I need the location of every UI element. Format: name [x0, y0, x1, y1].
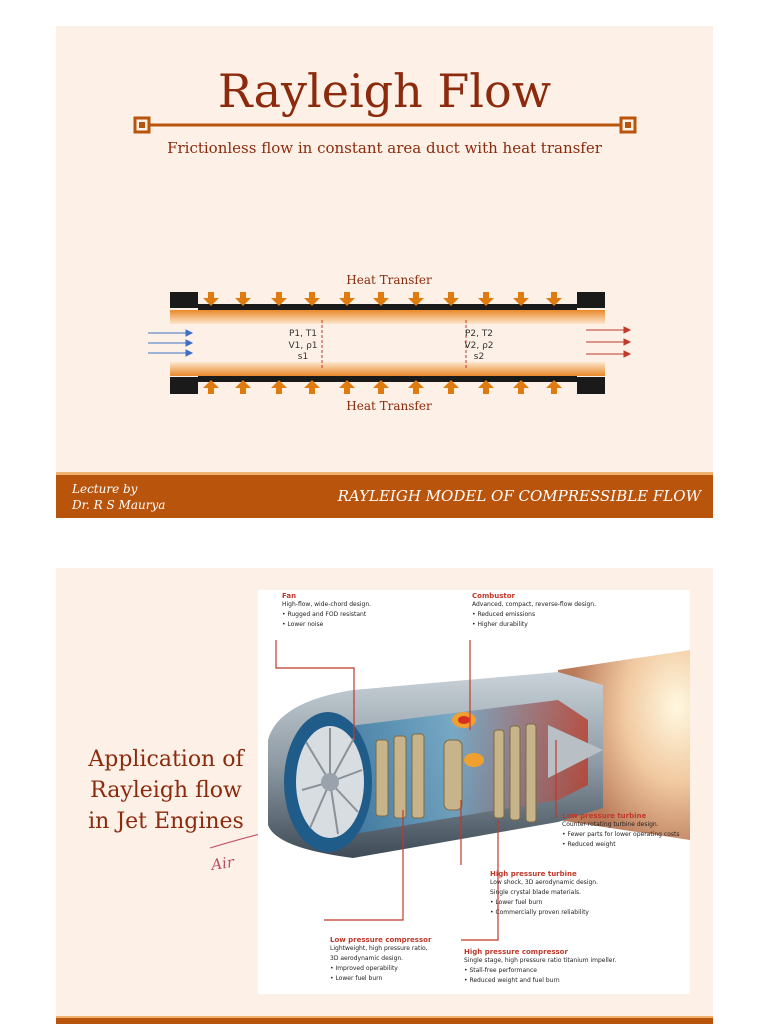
duct-block-br [577, 377, 605, 394]
hpc-line-2: • Stall-free performance [464, 966, 686, 976]
duct-block-tr [577, 292, 605, 308]
lpt-line-3: • Reduced weight [562, 840, 688, 850]
fan-title: Fan [282, 592, 422, 600]
heat-arrows-top [203, 292, 562, 306]
slide2-bottom-bar [56, 1016, 713, 1024]
duct-gradient-top [170, 310, 605, 324]
air-label: Air [208, 853, 236, 874]
lpc-title: Low pressure compressor [330, 936, 470, 944]
hpt-line-1: Low shock, 3D aerodynamic design. [490, 878, 640, 888]
application-title-line-2: Rayleigh flow [66, 775, 266, 806]
course-title: RAYLEIGH MODEL OF COMPRESSIBLE FLOW [338, 487, 701, 505]
slide-jet-engine-application: Application of Rayleigh flow in Jet Engi… [56, 568, 713, 1024]
combustor-title: Combustor [472, 592, 662, 600]
duct-gradient-bottom [170, 362, 605, 376]
lpt-label: Low pressure turbine Counter-rotating tu… [562, 812, 688, 850]
slide-footer: Lecture by Dr. R S Maurya RAYLEIGH MODEL… [56, 472, 713, 518]
combustor-line-1: Advanced, compact, reverse-flow design. [472, 600, 662, 610]
jet-engine-cutaway: Fan High-flow, wide-chord design. • Rugg… [258, 590, 690, 994]
hpc-line-1: Single stage, high pressure ratio titani… [464, 956, 686, 966]
duct-block-tl [170, 292, 198, 308]
fan-label: Fan High-flow, wide-chord design. • Rugg… [282, 592, 422, 630]
hpt-line-3: • Lower fuel burn [490, 898, 640, 908]
slide-subtitle: Frictionless flow in constant area duct … [56, 139, 713, 157]
lpc-label: Low pressure compressor Lightweight, hig… [330, 936, 470, 984]
hpt-label: High pressure turbine Low shock, 3D aero… [490, 870, 640, 918]
heat-transfer-top-label: Heat Transfer [346, 273, 432, 287]
lpc-line-4: • Lower fuel burn [330, 974, 470, 984]
hpc-label: High pressure compressor Single stage, h… [464, 948, 686, 986]
application-title-line-1: Application of [66, 744, 266, 775]
state1-line3: s1 [298, 352, 308, 362]
duct-diagram: Heat Transfer [56, 256, 713, 426]
hpc-title: High pressure compressor [464, 948, 686, 956]
heat-arrows-bottom [203, 380, 562, 394]
state1-line1: P1, T1 [289, 329, 317, 339]
fan-line-2: • Rugged and FOD resistant [282, 610, 422, 620]
heat-transfer-bottom-label: Heat Transfer [346, 399, 432, 413]
inflow-arrows [148, 330, 192, 356]
lpt-line-2: • Fewer parts for lower operating costs [562, 830, 688, 840]
fan-line-3: • Lower noise [282, 620, 422, 630]
lecture-by-label: Lecture by [72, 481, 165, 497]
lpt-title: Low pressure turbine [562, 812, 688, 820]
author-name: Dr. R S Maurya [72, 497, 165, 513]
combustor-line-3: • Higher durability [472, 620, 662, 630]
combustor-line-2: • Reduced emissions [472, 610, 662, 620]
hpt-line-4: • Commercially proven reliability [490, 908, 640, 918]
state2-line1: P2, T2 [465, 329, 493, 339]
engine-illustration [258, 590, 690, 994]
lpt-line-1: Counter-rotating turbine design. [562, 820, 688, 830]
state1-line2: V1, ρ1 [288, 341, 317, 351]
lpc-line-3: • Improved operability [330, 964, 470, 974]
lpc-line-2: 3D aerodynamic design. [330, 954, 470, 964]
title-underline [56, 26, 713, 156]
duct-block-bl [170, 377, 198, 394]
combustor-label: Combustor Advanced, compact, reverse-flo… [472, 592, 662, 630]
hpt-line-2: Single crystal blade materials. [490, 888, 640, 898]
hpc-line-3: • Reduced weight and fuel burn [464, 976, 686, 986]
outflow-arrows [586, 327, 630, 357]
state2-line3: s2 [474, 352, 484, 362]
hpt-title: High pressure turbine [490, 870, 640, 878]
state2-line2: V2, ρ2 [464, 341, 493, 351]
slide-rayleigh-flow: Rayleigh Flow Frictionless flow in const… [56, 26, 713, 518]
lecture-credit: Lecture by Dr. R S Maurya [72, 481, 165, 513]
fan-line-1: High-flow, wide-chord design. [282, 600, 422, 610]
lpc-line-1: Lightweight, high pressure ratio, [330, 944, 470, 954]
